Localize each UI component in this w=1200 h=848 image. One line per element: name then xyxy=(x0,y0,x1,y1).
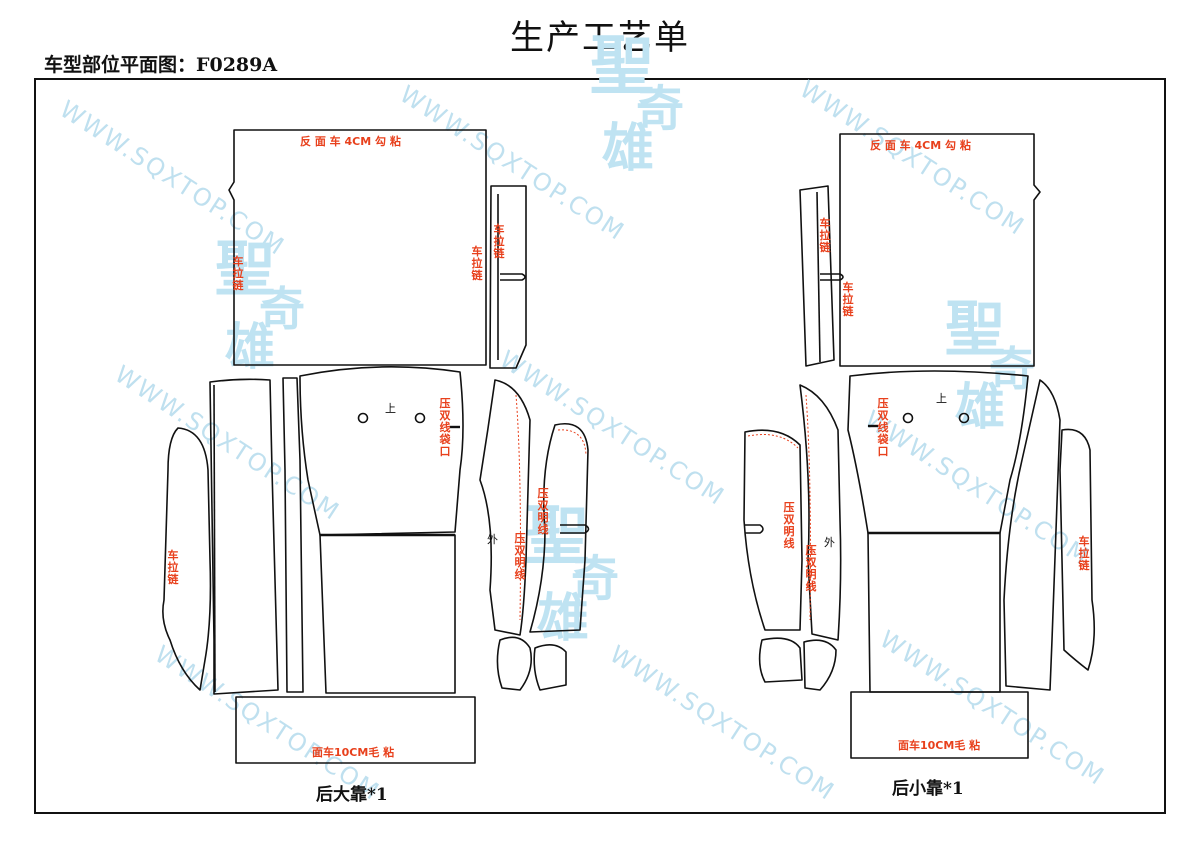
right-up-mark: 上 xyxy=(936,392,947,405)
right-piece-label: 后小靠*1 xyxy=(892,779,964,799)
right-far-left-wing xyxy=(743,429,803,631)
right-center-upper xyxy=(847,370,1029,534)
right-out-mark: 外 xyxy=(824,536,835,549)
left-out-mark: 外 xyxy=(487,533,498,546)
left-zip-side-note: 车拉链 xyxy=(167,549,179,586)
watermark-logo: 聖 奇 雄 xyxy=(945,295,1035,436)
drawing-frame xyxy=(34,78,1166,814)
left-seam-a-note: 压双明线 xyxy=(537,487,549,536)
left-center-lower xyxy=(319,534,456,694)
left-pocket-note: 压双线袋口 xyxy=(439,397,451,458)
right-zip-strip-note: 车拉链 xyxy=(819,217,831,254)
left-zip-strip-outer xyxy=(489,185,527,369)
left-seam-b-note: 压双明线 xyxy=(514,532,526,581)
right-seam-b-note: 压双明线 xyxy=(805,544,817,593)
right-top-panel xyxy=(839,133,1041,367)
right-bottom-note: 面车10CM毛 粘 xyxy=(898,739,981,752)
model-label: 车型部位平面图：F0289A xyxy=(44,54,278,76)
left-far-right-wing xyxy=(529,423,589,633)
left-bottom-note: 面车10CM毛 粘 xyxy=(312,746,395,759)
left-small-piece-a xyxy=(496,636,533,691)
left-zip-mid-note: 车拉链 xyxy=(471,245,483,282)
right-small-piece-b xyxy=(803,639,837,691)
left-bottom-strip xyxy=(235,696,476,764)
right-side-panel xyxy=(1003,379,1061,691)
right-zip-strip-outer xyxy=(799,185,835,367)
left-side-strip xyxy=(282,377,304,693)
right-small-piece-a xyxy=(758,637,803,683)
right-seam-a-note: 压双明线 xyxy=(783,501,795,550)
left-small-piece-b xyxy=(533,644,567,691)
watermark-logo: 聖 奇 雄 xyxy=(590,29,685,179)
left-side-panel xyxy=(209,378,279,695)
left-top-note: 反 面 车 4CM 勾 粘 xyxy=(300,135,401,148)
right-left-wing xyxy=(799,384,842,641)
right-bottom-strip xyxy=(850,691,1029,759)
right-top-note: 反 面 车 4CM 勾 粘 xyxy=(870,139,971,152)
watermark-logo: 聖 奇 雄 xyxy=(525,499,620,649)
left-zip-strip-note: 车拉链 xyxy=(493,223,505,260)
left-up-mark: 上 xyxy=(385,402,396,415)
right-pocket-note: 压双线袋口 xyxy=(877,397,889,458)
left-right-wing xyxy=(479,379,531,636)
left-center-upper xyxy=(299,366,464,536)
left-piece-label: 后大靠*1 xyxy=(316,785,388,805)
right-center-lower xyxy=(867,532,1001,693)
left-zip-left-note: 车拉链 xyxy=(232,255,244,292)
right-side-wing xyxy=(1059,428,1096,671)
left-top-panel xyxy=(228,129,487,366)
right-zip-side-note: 车拉链 xyxy=(1078,535,1090,572)
left-side-wing xyxy=(162,427,212,691)
right-zip-mid-note: 车拉链 xyxy=(842,281,854,318)
page-title: 生产工艺单 xyxy=(510,18,690,58)
